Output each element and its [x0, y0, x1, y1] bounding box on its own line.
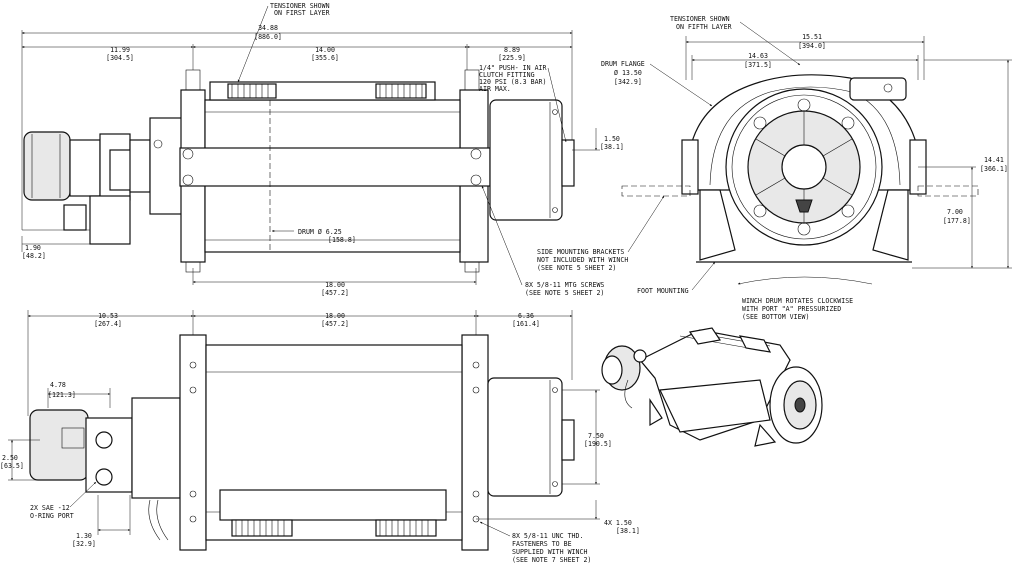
label-flange-2: Ø 13.50 [614, 69, 642, 77]
dim-right-offset-mm: [38.1] [600, 143, 624, 151]
label-rotation-2: WITH PORT "A" PRESSURIZED [742, 305, 841, 313]
dim-overall-height: 14.41 [984, 156, 1004, 164]
label-port-1: 2X SAE -12 [30, 504, 70, 512]
label-port-2: O-RING PORT [30, 512, 74, 520]
dim-inner-width: 14.63 [748, 52, 768, 60]
label-rotation-3: (SEE BOTTOM VIEW) [742, 313, 810, 321]
dim-overall-height-mm: [366.1] [980, 165, 1008, 173]
dim-right-length: 8.89 [504, 46, 520, 54]
dim-right-length-mm: [225.9] [498, 54, 526, 62]
dim-motor-offset-mm: [63.5] [0, 462, 24, 470]
dim-center-height: 7.00 [947, 208, 963, 216]
dim-hole-spacing-mm: [38.1] [616, 527, 640, 535]
label-fasteners-2: FASTENERS TO BE [512, 540, 572, 548]
dim-overall-length: 34.88 [258, 24, 278, 32]
dim-motor-offset: 2.50 [2, 454, 18, 462]
dim-bottom-left-length-mm: [267.4] [94, 320, 122, 328]
dim-left-offset: 1.90 [25, 244, 41, 252]
dim-overall-length-mm: [886.0] [254, 33, 282, 41]
label-flange-3: [342.9] [614, 78, 642, 86]
label-brackets-3: (SEE NOTE 5 SHEET 2) [537, 264, 616, 272]
dim-left-offset-mm: [48.2] [22, 252, 46, 260]
label-tensioner-first-1: TENSIONER SHOWN [270, 2, 330, 10]
label-drum-dia: DRUM Ø 6.25 [298, 228, 342, 236]
dim-overall-width: 15.51 [802, 33, 822, 41]
dim-overall-width-mm: [394.0] [798, 42, 826, 50]
dim-right-offset: 1.50 [604, 135, 620, 143]
bottom-view: 10.53 [267.4] 18.00 [457.2] 6.36 [161.4]… [0, 310, 640, 564]
label-clutch-3: 120 PSI (8.3 BAR) [479, 78, 547, 86]
dim-bottom-left-length: 10.53 [98, 312, 118, 320]
dim-left-length-mm: [304.5] [106, 54, 134, 62]
dim-hole-span-mm: [190.5] [584, 440, 612, 448]
dim-bottom-right-length: 6.36 [518, 312, 534, 320]
dim-motor-width-mm: [121.3] [48, 391, 76, 399]
label-screws-2: (SEE NOTE 5 SHEET 2) [525, 289, 604, 297]
label-clutch-2: CLUTCH FITTING [479, 71, 535, 79]
dim-bottom-mount-span: 18.00 [325, 312, 345, 320]
dim-motor-width: 4.78 [50, 381, 66, 389]
label-fasteners-4: (SEE NOTE 7 SHEET 2) [512, 556, 591, 564]
dim-left-length: 11.99 [110, 46, 130, 54]
dim-mount-span: 18.00 [325, 281, 345, 289]
dim-drum-length: 14.00 [315, 46, 335, 54]
top-view: 34.88 [886.0] 11.99 [304.5] 14.00 [355.6… [21, 2, 624, 297]
dim-hole-span: 7.50 [588, 432, 604, 440]
dim-bottom-mount-span-mm: [457.2] [321, 320, 349, 328]
dim-port-offset: 1.30 [76, 532, 92, 540]
label-clutch-4: AIR MAX. [479, 85, 511, 93]
label-tensioner-first-2: ON FIRST LAYER [274, 9, 330, 17]
dim-hole-spacing: 4X 1.50 [604, 519, 632, 527]
label-clutch-1: 1/4" PUSH- IN AIR [479, 64, 547, 72]
isometric-winch-illustration [601, 327, 823, 447]
dim-mount-span-mm: [457.2] [321, 289, 349, 297]
label-screws-1: 8X 5/8-11 MTG SCREWS [525, 281, 604, 289]
dim-drum-length-mm: [355.6] [311, 54, 339, 62]
dim-port-offset-mm: [32.9] [72, 540, 96, 548]
dim-inner-width-mm: [371.5] [744, 61, 772, 69]
label-brackets-1: SIDE MOUNTING BRACKETS [537, 248, 624, 256]
label-rotation-1: WINCH DRUM ROTATES CLOCKWISE [742, 297, 853, 305]
dim-center-height-mm: [177.8] [943, 217, 971, 225]
label-brackets-2: NOT INCLUDED WITH WINCH [537, 256, 628, 264]
label-drum-dia-mm: [158.8] [328, 236, 356, 244]
label-flange-1: DRUM FLANGE [601, 60, 645, 68]
label-fasteners-3: SUPPLIED WITH WINCH [512, 548, 587, 556]
label-tensioner-fifth-1: TENSIONER SHOWN [670, 15, 730, 23]
end-view: TENSIONER SHOWN ON FIFTH LAYER 15.51 [39… [537, 15, 1012, 321]
label-foot-mounting: FOOT MOUNTING [637, 287, 689, 295]
dim-bottom-right-length-mm: [161.4] [512, 320, 540, 328]
label-fasteners-1: 8X 5/8-11 UNC THD. [512, 532, 583, 540]
label-tensioner-fifth-2: ON FIFTH LAYER [676, 23, 732, 31]
